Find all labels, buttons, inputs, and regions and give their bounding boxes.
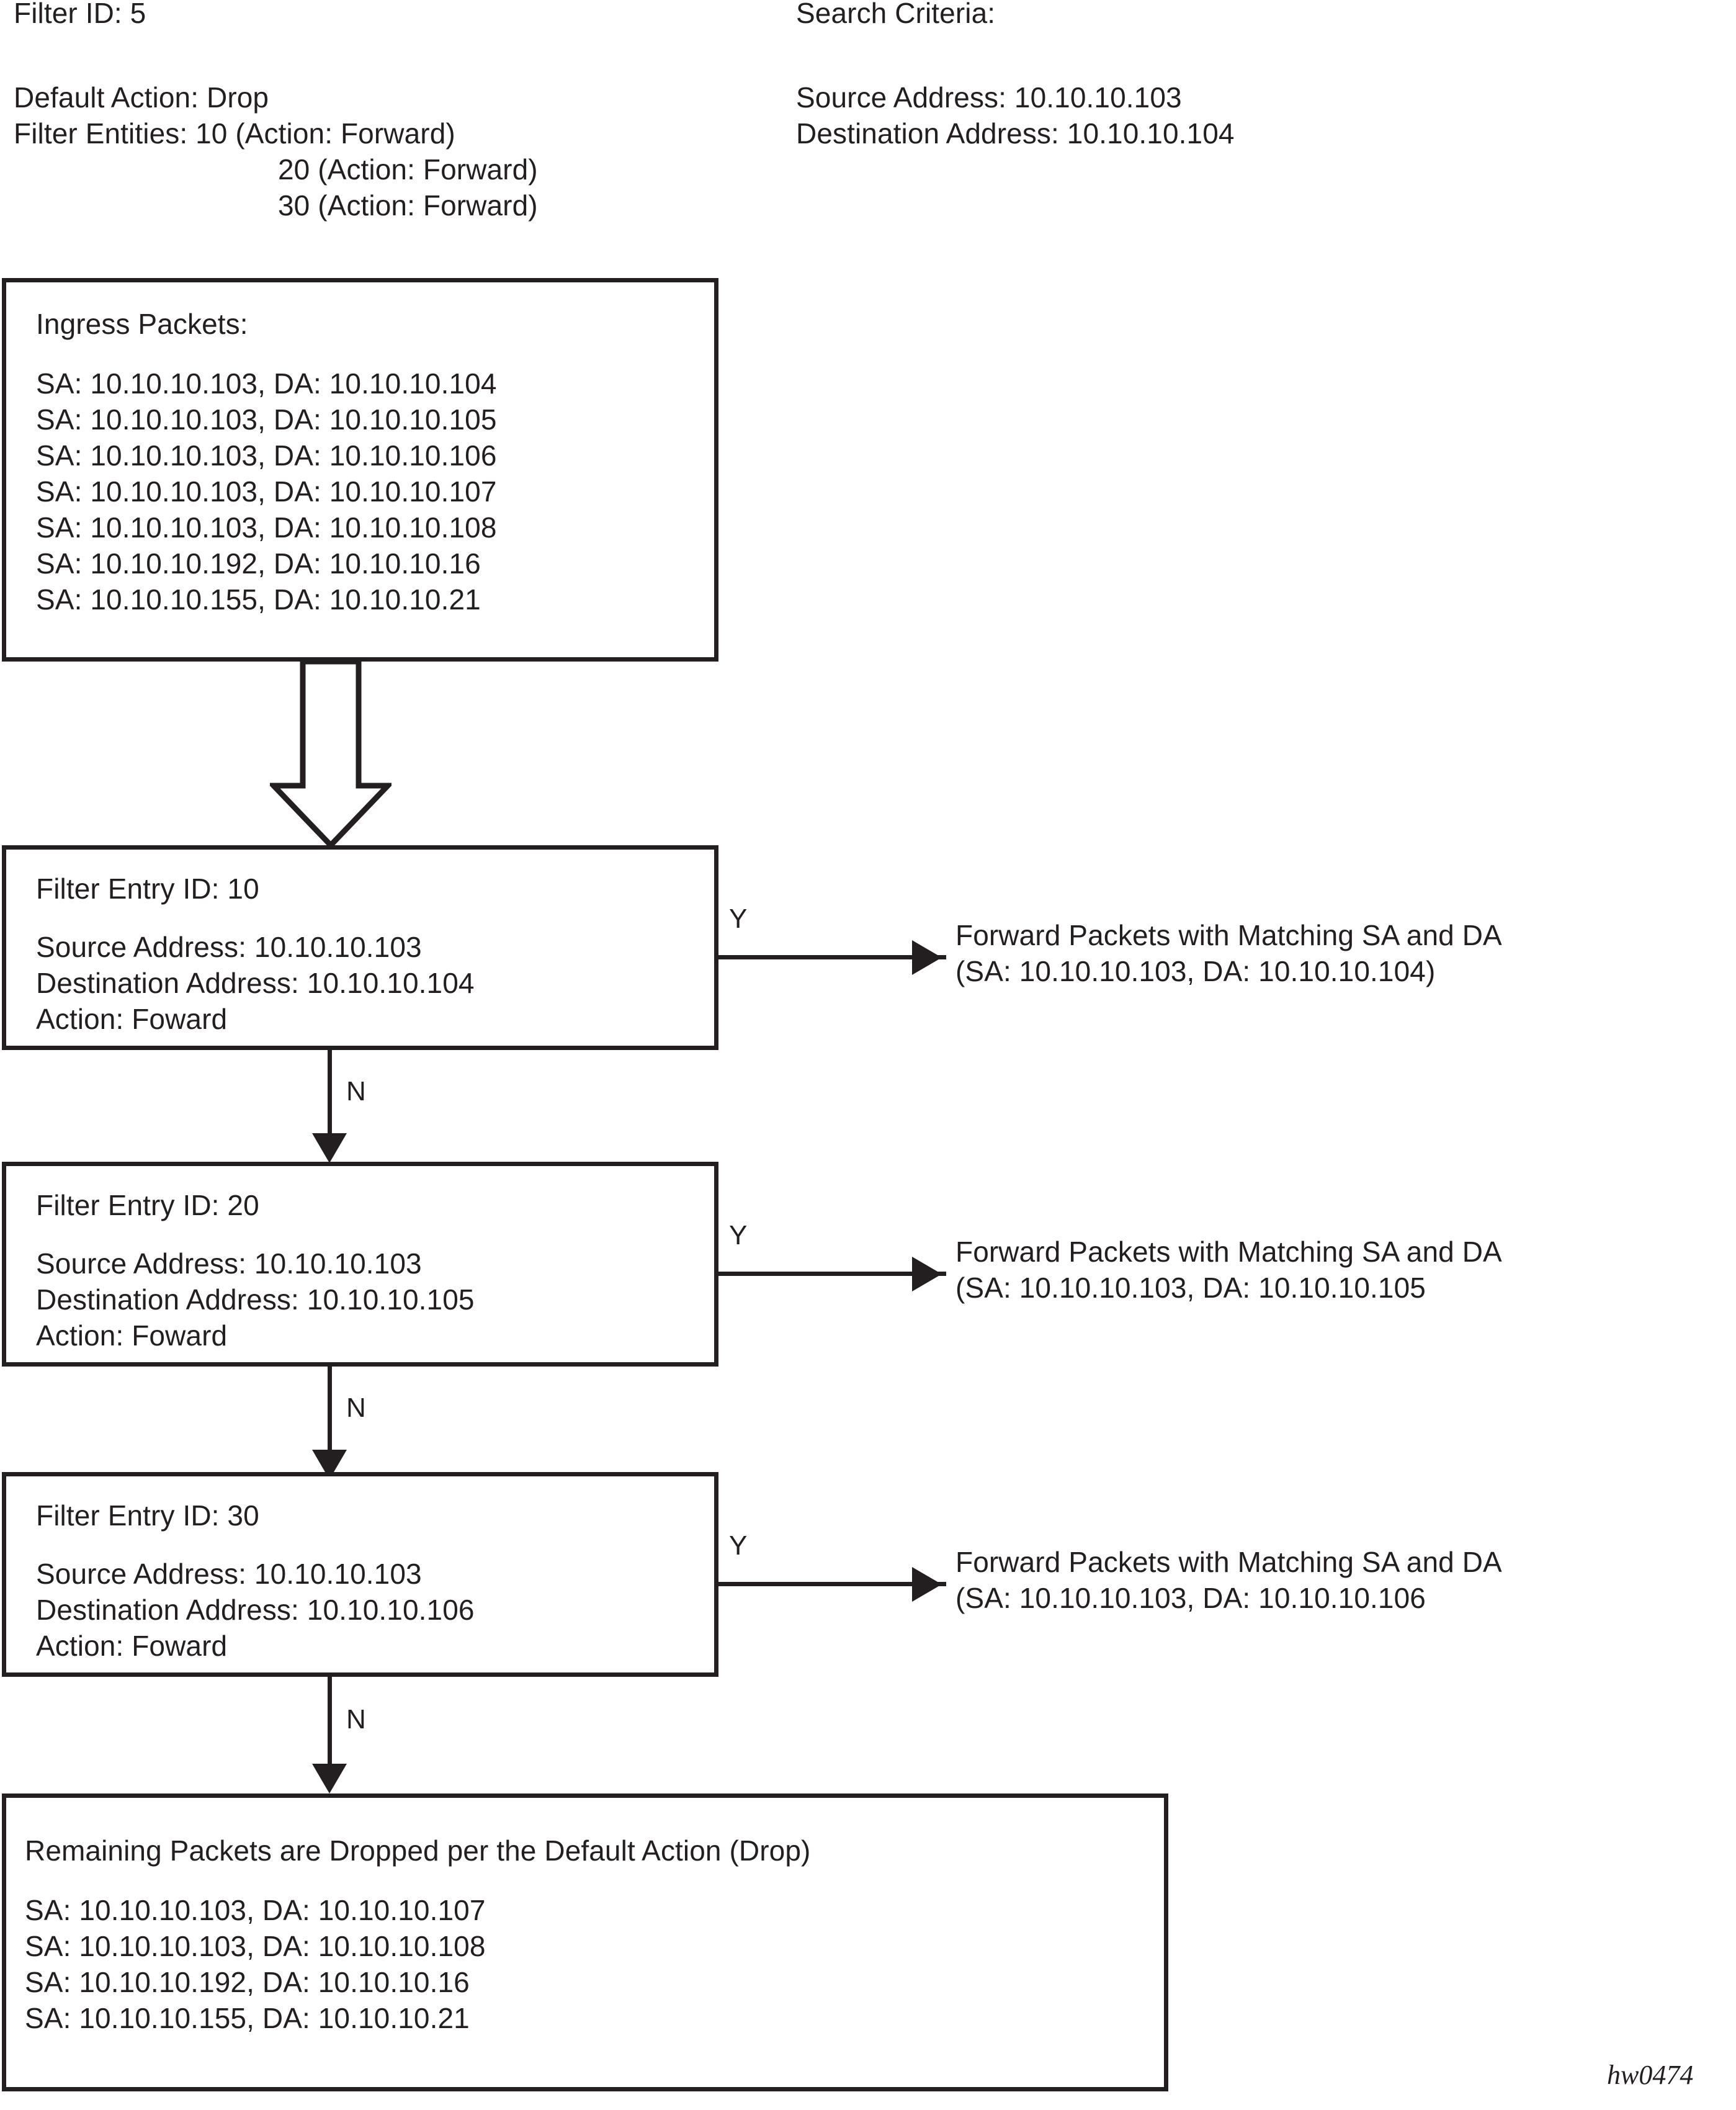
- filter-entry-id-30: Filter Entry ID: 30: [36, 1499, 259, 1532]
- branch-yes-label-30: Y: [729, 1530, 748, 1561]
- filter-entry-30-source: Source Address: 10.10.10.103: [36, 1558, 422, 1590]
- filter-entry-30-destination: Destination Address: 10.10.10.106: [36, 1594, 475, 1626]
- default-action-label: Default Action: Drop: [14, 81, 269, 114]
- branch-no-line-30: [328, 1677, 332, 1775]
- branch-yes-label-10: Y: [729, 904, 748, 934]
- dropped-packets-box: Remaining Packets are Dropped per the De…: [2, 1794, 1168, 2091]
- ingress-to-entry-block-arrow: [270, 662, 391, 848]
- ingress-packets-box: Ingress Packets: SA: 10.10.10.103, DA: 1…: [2, 278, 718, 662]
- filter-entities-line-3: 30 (Action: Forward): [278, 189, 538, 222]
- filter-entry-10-destination: Destination Address: 10.10.10.104: [36, 967, 475, 999]
- filter-entry-box-30: Filter Entry ID: 30 Source Address: 10.1…: [2, 1472, 718, 1677]
- branch-yes-arrowhead-10: [912, 940, 942, 975]
- search-criteria-label: Search Criteria:: [796, 0, 996, 29]
- branch-no-label-10: N: [346, 1076, 366, 1107]
- filter-entry-20-destination: Destination Address: 10.10.10.105: [36, 1283, 475, 1316]
- branch-yes-arrowhead-20: [912, 1257, 942, 1291]
- filter-entry-10-source: Source Address: 10.10.10.103: [36, 931, 422, 963]
- filter-entry-20-action: Action: Foward: [36, 1319, 228, 1352]
- forward-result-20-line-1: Forward Packets with Matching SA and DA: [955, 1236, 1502, 1268]
- figure-id-label: hw0474: [1607, 2060, 1694, 2090]
- search-destination-address: Destination Address: 10.10.10.104: [796, 117, 1235, 150]
- forward-result-10-line-2: (SA: 10.10.10.103, DA: 10.10.10.104): [955, 955, 1436, 987]
- forward-result-30-line-2: (SA: 10.10.10.103, DA: 10.10.10.106: [955, 1582, 1426, 1614]
- filter-entry-10-action: Action: Foward: [36, 1003, 228, 1035]
- filter-entry-box-20: Filter Entry ID: 20 Source Address: 10.1…: [2, 1162, 718, 1367]
- dropped-packets-title: Remaining Packets are Dropped per the De…: [25, 1834, 811, 1867]
- filter-id-label: Filter ID: 5: [14, 0, 146, 29]
- forward-result-10-line-1: Forward Packets with Matching SA and DA: [955, 919, 1502, 951]
- ingress-packets-list: SA: 10.10.10.103, DA: 10.10.10.104 SA: 1…: [36, 367, 497, 616]
- filter-entities-line-2: 20 (Action: Forward): [278, 153, 538, 186]
- branch-no-line-10: [328, 1050, 332, 1144]
- branch-no-label-20: N: [346, 1393, 366, 1423]
- branch-yes-line-10: [717, 955, 946, 959]
- branch-no-line-20: [328, 1367, 332, 1461]
- forward-result-20-line-2: (SA: 10.10.10.103, DA: 10.10.10.105: [955, 1272, 1426, 1304]
- branch-yes-line-30: [717, 1582, 946, 1586]
- filter-entities-line-1: Filter Entities: 10 (Action: Forward): [14, 117, 455, 150]
- branch-yes-line-20: [717, 1272, 946, 1276]
- ingress-packets-title: Ingress Packets:: [36, 308, 248, 340]
- branch-no-label-30: N: [346, 1704, 366, 1735]
- filter-entry-id-20: Filter Entry ID: 20: [36, 1189, 259, 1221]
- filter-entry-id-10: Filter Entry ID: 10: [36, 873, 259, 905]
- forward-result-30-line-1: Forward Packets with Matching SA and DA: [955, 1546, 1502, 1578]
- filter-entry-30-action: Action: Foward: [36, 1630, 228, 1662]
- filter-entry-20-source: Source Address: 10.10.10.103: [36, 1247, 422, 1280]
- filter-entry-box-10: Filter Entry ID: 10 Source Address: 10.1…: [2, 845, 718, 1050]
- branch-no-arrowhead-30: [312, 1764, 347, 1794]
- branch-yes-arrowhead-30: [912, 1567, 942, 1602]
- dropped-packets-list: SA: 10.10.10.103, DA: 10.10.10.107 SA: 1…: [25, 1894, 486, 2034]
- branch-no-arrowhead-10: [312, 1133, 347, 1163]
- search-source-address: Source Address: 10.10.10.103: [796, 81, 1182, 114]
- branch-yes-label-20: Y: [729, 1220, 748, 1250]
